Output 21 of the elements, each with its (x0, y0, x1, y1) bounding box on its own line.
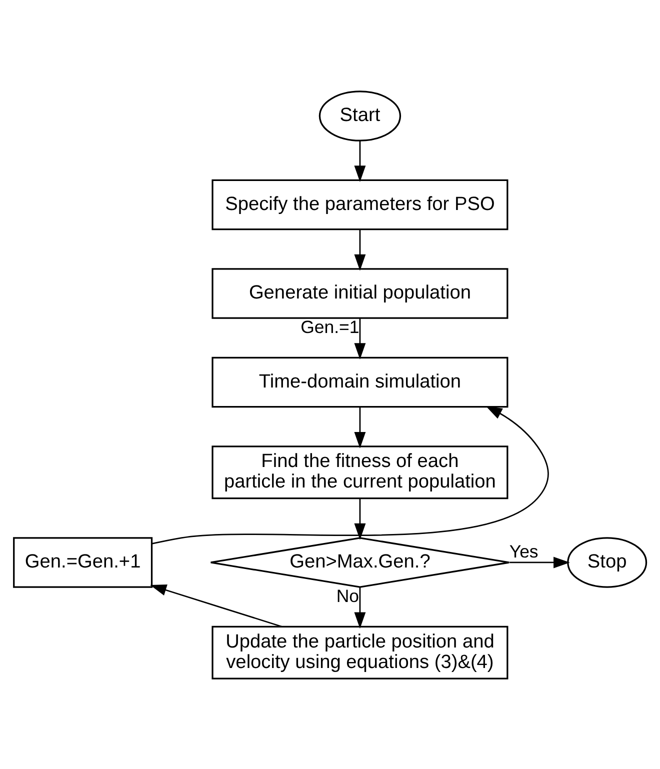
arrow (354, 140, 366, 182)
node-box: Time-domain simulation (212, 356, 508, 408)
edge-label: Gen.=1 (300, 316, 360, 337)
node-box: Update the particle position and velocity using equations (3)&(4) (212, 625, 508, 679)
arrow (354, 498, 366, 540)
edge-label: No (336, 585, 360, 606)
arrow (152, 406, 549, 544)
arrow (150, 584, 282, 627)
node-box: Generate initial population (212, 268, 508, 318)
arrow (354, 229, 366, 270)
arrow (354, 318, 366, 359)
node-diamond: Gen>Max.Gen.? (210, 536, 510, 588)
node-box: Specify the parameters for PSO (212, 178, 508, 230)
node-ellipse: Stop (567, 536, 648, 588)
node-ellipse: Start (318, 90, 402, 141)
node-box: Find the fitness of each particle in the current population (212, 445, 508, 499)
arrow (510, 556, 570, 568)
arrow (354, 406, 366, 448)
edge-label: Yes (509, 541, 538, 562)
arrow (354, 586, 366, 628)
node-box: Gen.=Gen.+1 (13, 536, 153, 588)
